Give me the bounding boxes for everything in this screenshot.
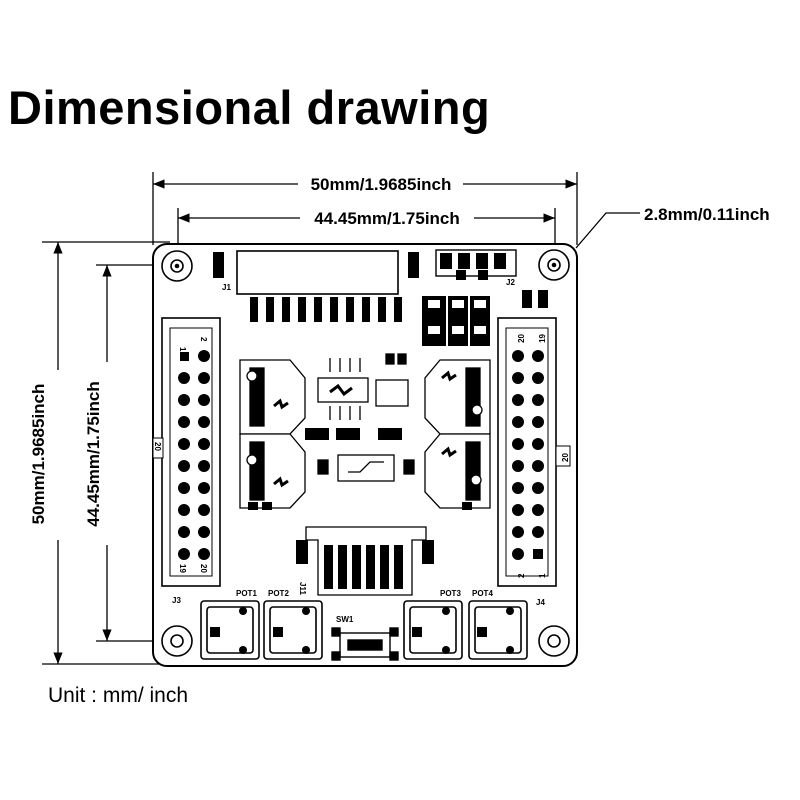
inner-width-label: 44.45mm/1.75inch <box>314 209 460 228</box>
j3-label: J3 <box>172 596 181 605</box>
j3-pins <box>178 350 210 560</box>
hole-leader <box>575 212 640 249</box>
pot1-label: POT1 <box>236 589 257 598</box>
pot3 <box>403 600 463 660</box>
j3-pin2-label: 2 <box>199 337 208 342</box>
sw1-label: SW1 <box>336 615 354 624</box>
j4-pin1-label: 1 <box>538 573 547 578</box>
driver-chip-bottom-right <box>424 433 491 510</box>
page-title: Dimensional drawing <box>8 81 491 134</box>
unit-note: Unit : mm/ inch <box>48 684 189 707</box>
pot4-label: POT4 <box>472 589 493 598</box>
j4-label: J4 <box>536 598 545 607</box>
outer-width-label: 50mm/1.9685inch <box>311 175 452 194</box>
j11-label: J11 <box>298 582 307 595</box>
pot2-label: POT2 <box>268 589 289 598</box>
pot1 <box>200 600 260 660</box>
j11-connector <box>296 526 434 596</box>
j3-pin1-label: 1 <box>178 347 187 352</box>
j4-pin20-label: 20 <box>517 333 526 342</box>
mounting-hole-bottom-left <box>161 625 193 657</box>
j3-pin20-label: 20 <box>199 564 208 573</box>
j1-connector <box>236 250 399 295</box>
j3-pin19-label: 19 <box>178 564 187 573</box>
j4-pins <box>512 350 544 560</box>
mounting-holes <box>161 249 570 657</box>
sw1-switch <box>331 627 399 661</box>
j4-pin19-label: 19 <box>538 333 547 342</box>
smd-row <box>250 297 402 322</box>
crystal <box>317 454 415 482</box>
j2-label: J2 <box>506 278 515 287</box>
center-ic <box>317 353 409 420</box>
mounting-hole-top-right <box>538 249 570 281</box>
j1-label: J1 <box>222 283 231 292</box>
j3-side-label: 20 <box>153 442 162 451</box>
outer-height-label: 50mm/1.9685inch <box>29 384 48 525</box>
mounting-hole-top-left <box>161 250 193 282</box>
pot2 <box>263 600 323 660</box>
j4-side-label: 20 <box>561 453 570 462</box>
driver-chip-bottom-left <box>239 433 306 510</box>
pcb-board: J1 J2 <box>152 243 578 667</box>
inner-height-label: 44.45mm/1.75inch <box>84 381 103 527</box>
hole-diameter-label: 2.8mm/0.11inch <box>644 205 770 224</box>
pot4 <box>468 600 528 660</box>
j4-pin2-label: 2 <box>517 573 526 578</box>
mounting-hole-bottom-right <box>538 625 570 657</box>
pot3-label: POT3 <box>440 589 461 598</box>
transistor-block <box>422 296 490 346</box>
